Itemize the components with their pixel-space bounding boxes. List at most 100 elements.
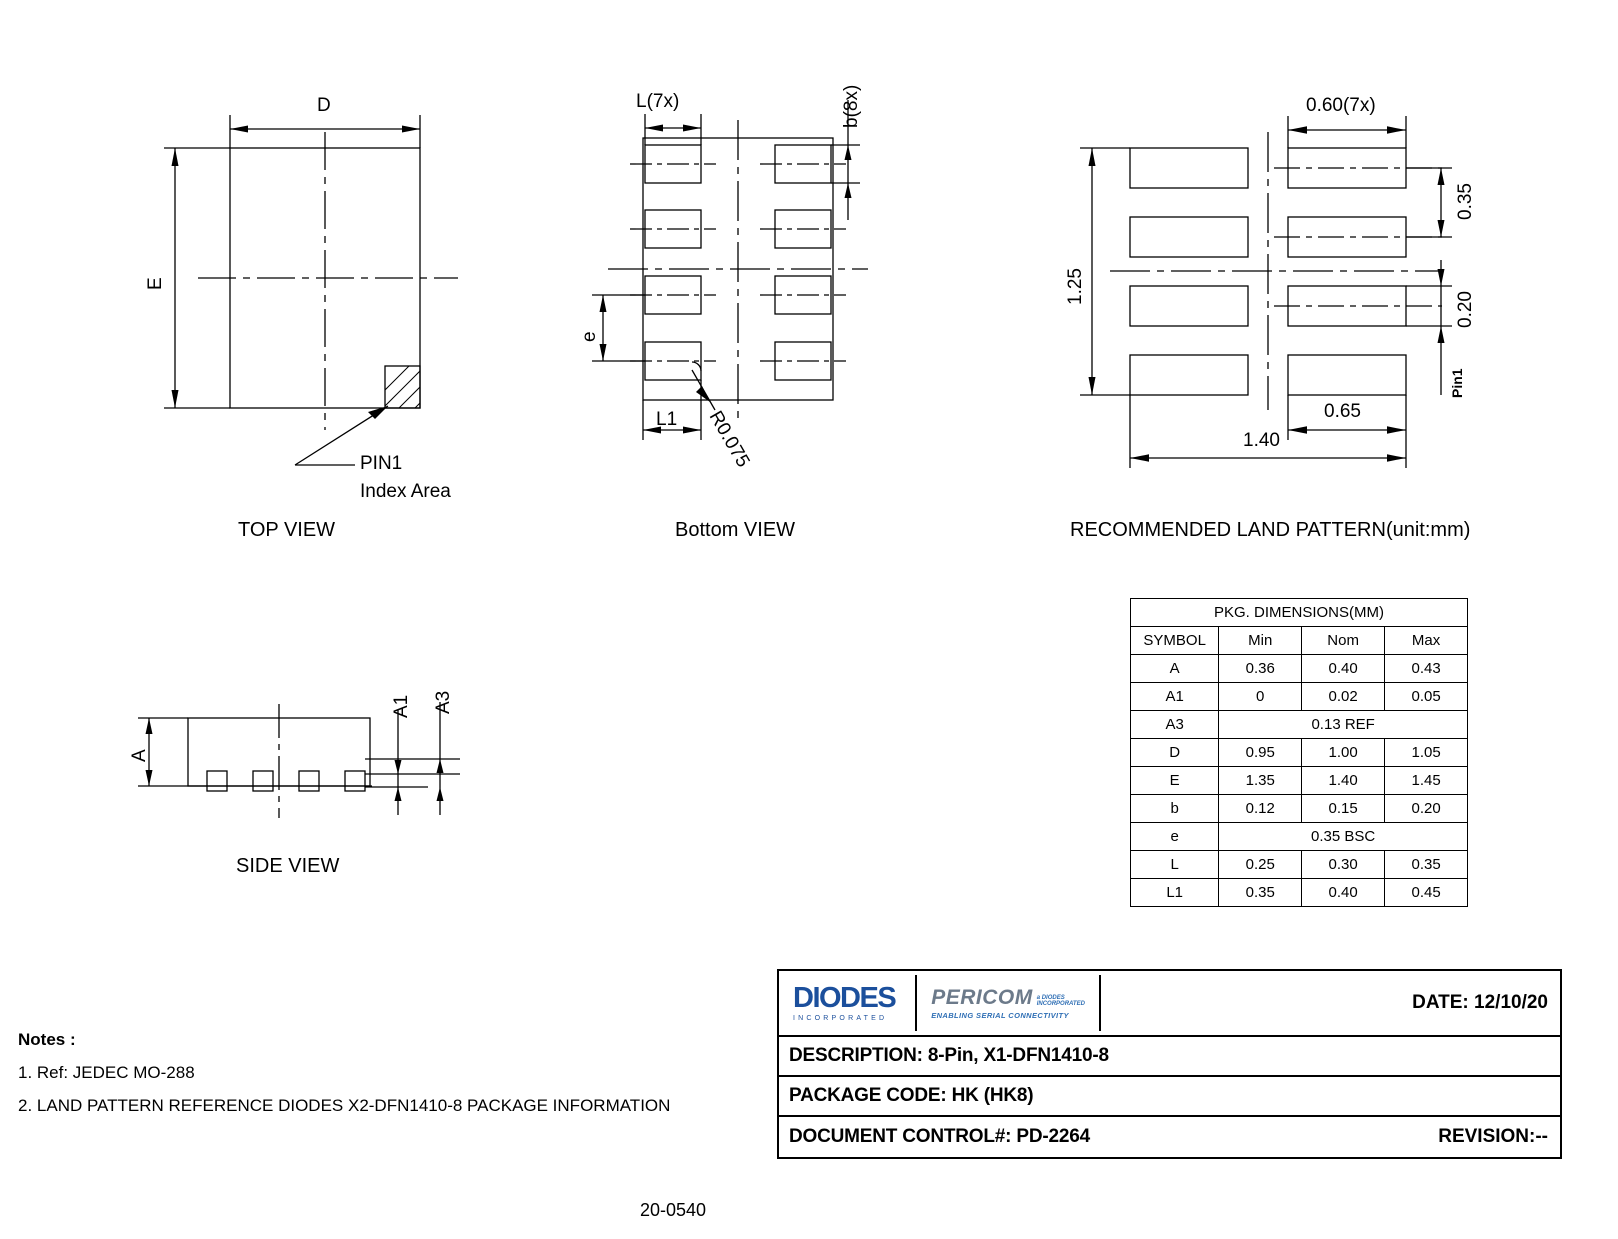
land-dim-0-65-label: 0.65 [1324, 401, 1361, 422]
description-field: DESCRIPTION: 8-Pin, X1-DFN1410-8 [789, 1045, 1109, 1066]
dimensions-table-header-row: SYMBOL Min Nom Max [1129, 626, 1468, 655]
pericom-tag-line2: INCORPORATED [1036, 1001, 1085, 1008]
table-row: L1 0.35 0.40 0.45 [1129, 878, 1468, 907]
cell-max: 0.05 [1384, 682, 1468, 711]
cell-nom: 0.40 [1301, 878, 1386, 907]
land-pattern-drawing: 0.60(7x) 0.35 0.20 1.25 0.65 1.40 Pin1 [1060, 90, 1550, 560]
cell-max: 0.45 [1384, 878, 1468, 907]
top-view-dim-e-label: E [145, 277, 166, 290]
pericom-tag-line1: a DIODES [1036, 994, 1065, 1001]
land-dim-0-35-label: 0.35 [1455, 183, 1476, 220]
cell-nom: 1.40 [1301, 766, 1386, 795]
title-block-description-row: DESCRIPTION: 8-Pin, X1-DFN1410-8 [779, 1037, 1560, 1077]
land-pad-left-1 [1129, 147, 1249, 189]
pericom-tagline: ENABLING SERIAL CONNECTIVITY [931, 1010, 1069, 1020]
table-row: b 0.12 0.15 0.20 [1129, 794, 1468, 823]
header-min: Min [1218, 626, 1303, 655]
cell-min: 0.12 [1218, 794, 1303, 823]
package-code-field: PACKAGE CODE: HK (HK8) [789, 1085, 1034, 1106]
title-block: DIODES INCORPORATED PERICOM a DIODES INC… [777, 969, 1562, 1159]
side-lead-4 [344, 770, 366, 792]
side-view-svg [138, 702, 460, 818]
cell-symbol: D [1129, 738, 1220, 767]
land-dim-pad-width-label: 0.60(7x) [1306, 95, 1376, 116]
cell-nom: 0.15 [1301, 794, 1386, 823]
cell-symbol: A1 [1129, 682, 1220, 711]
pericom-wordmark: PERICOM [931, 985, 1033, 1009]
cell-min: 0.35 [1218, 878, 1303, 907]
bottom-view-dim-e-label: e [579, 331, 600, 342]
sheet-number: 20-0540 [640, 1200, 707, 1220]
bottom-view-svg [592, 100, 868, 440]
cell-symbol: E [1129, 766, 1220, 795]
package-dimensions-table: PKG. DIMENSIONS(MM) SYMBOL Min Nom Max A… [1129, 598, 1468, 907]
land-pad-right-1 [1287, 147, 1407, 189]
dimension-arrows [171, 125, 420, 419]
side-dim-a-label: A [129, 749, 150, 762]
revision-field: REVISION:-- [1438, 1126, 1548, 1147]
note-item-2: 2. LAND PATTERN REFERENCE DIODES X2-DFN1… [18, 1096, 671, 1115]
title-block-document-control-row: DOCUMENT CONTROL#: PD-2264 REVISION:-- [779, 1117, 1560, 1157]
cell-nom: 0.40 [1301, 654, 1386, 683]
cell-min: 0.36 [1218, 654, 1303, 683]
land-pin1-label: Pin1 [1449, 368, 1465, 398]
bottom-view-dim-l1-label: L1 [656, 409, 678, 430]
land-dim-1-25-label: 1.25 [1065, 268, 1086, 305]
table-row: A3 0.13 REF [1129, 710, 1468, 739]
cell-nom: 1.00 [1301, 738, 1386, 767]
top-view-dim-d-label: D [317, 95, 331, 116]
dimensions-table-title: PKG. DIMENSIONS(MM) [1130, 598, 1468, 627]
side-dimension-arrows [145, 718, 444, 801]
side-lead-2 [252, 770, 274, 792]
diodes-tagline: INCORPORATED [793, 1015, 888, 1022]
land-dim-1-40-label: 1.40 [1243, 430, 1280, 451]
pin1-callout-line1: PIN1 [360, 453, 403, 474]
bottom-view-dim-l-label: L(7x) [636, 91, 680, 112]
pericom-logo: PERICOM a DIODES INCORPORATED ENABLING S… [931, 987, 1085, 1020]
table-row: D 0.95 1.00 1.05 [1129, 738, 1468, 767]
bottom-dimension-arrows [599, 124, 852, 434]
land-dimension-arrows [1088, 126, 1445, 462]
logo-group: DIODES INCORPORATED PERICOM a DIODES INC… [787, 971, 1101, 1035]
header-max: Max [1384, 626, 1468, 655]
cell-nom: 0.30 [1301, 850, 1386, 879]
title-block-package-code-row: PACKAGE CODE: HK (HK8) [779, 1077, 1560, 1117]
cell-max: 0.35 [1384, 850, 1468, 879]
notes-heading: Notes : [18, 1030, 76, 1049]
side-view-drawing: A A1 A3 [110, 670, 530, 870]
pericom-top-line: PERICOM a DIODES INCORPORATED [931, 987, 1085, 1008]
top-view-drawing: D E PIN1 Index Area [120, 90, 560, 560]
top-view-caption: TOP VIEW [238, 519, 336, 541]
land-dim-0-20-label: 0.20 [1455, 291, 1476, 328]
document-control-field: DOCUMENT CONTROL#: PD-2264 [789, 1126, 1090, 1147]
title-block-logo-row: DIODES INCORPORATED PERICOM a DIODES INC… [779, 971, 1560, 1037]
cell-nom: 0.02 [1301, 682, 1386, 711]
bottom-view-drawing: L(7x) b(8x) e L1 R0.075 [570, 85, 970, 560]
dimensions-table-title-row: PKG. DIMENSIONS(MM) [1130, 598, 1468, 627]
pericom-tag: a DIODES INCORPORATED [1037, 995, 1085, 1008]
side-dim-a1-label: A1 [391, 694, 412, 718]
cell-symbol: e [1129, 822, 1220, 851]
land-pad-left-3 [1129, 285, 1249, 327]
table-row: A 0.36 0.40 0.43 [1129, 654, 1468, 683]
land-pad-left-2 [1129, 216, 1249, 258]
notes-block: Notes : 1. Ref: JEDEC MO-288 2. LAND PAT… [18, 1030, 670, 1116]
cell-symbol: A3 [1129, 710, 1220, 739]
cell-max: 1.05 [1384, 738, 1468, 767]
land-pattern-caption: RECOMMENDED LAND PATTERN(unit:mm) [1070, 519, 1471, 541]
side-lead-3 [298, 770, 320, 792]
land-pattern-svg [1080, 116, 1452, 468]
cell-min: 1.35 [1218, 766, 1303, 795]
table-row: A1 0 0.02 0.05 [1129, 682, 1468, 711]
pin1-callout-line2: Index Area [360, 481, 451, 502]
side-lead-1 [206, 770, 228, 792]
land-pad-right-3 [1287, 285, 1407, 327]
cell-symbol: b [1129, 794, 1220, 823]
cell-max: 0.20 [1384, 794, 1468, 823]
logo-divider [915, 975, 918, 1031]
top-view-svg [164, 115, 458, 466]
header-nom: Nom [1301, 626, 1386, 655]
note-item-1: 1. Ref: JEDEC MO-288 [18, 1063, 195, 1082]
land-pad-right-4 [1287, 354, 1407, 396]
header-symbol: SYMBOL [1129, 626, 1220, 655]
